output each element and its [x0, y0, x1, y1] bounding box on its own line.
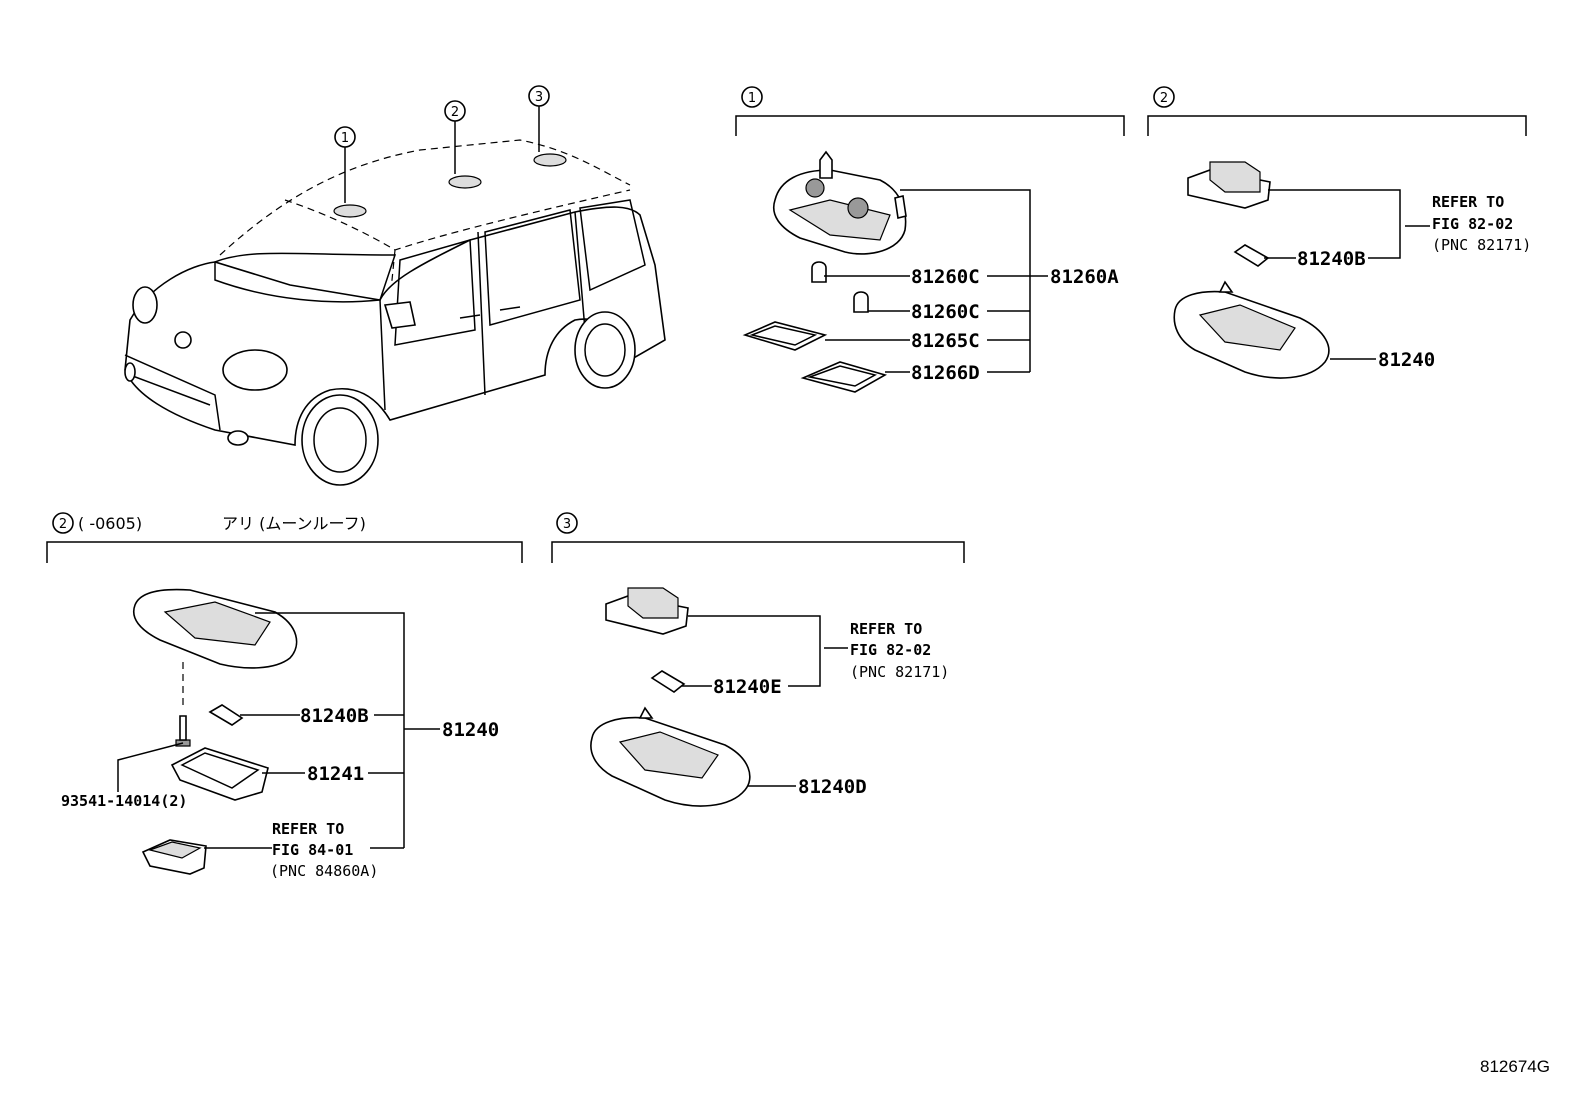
part-81240-moonroof: 81240: [442, 719, 499, 741]
section-3-marker: 3: [563, 517, 571, 532]
housing-81240d-illustration: [590, 706, 751, 807]
marker-3-vehicle: 3: [528, 85, 550, 107]
ref-84-line-3: (PNC 84860A): [270, 862, 378, 880]
ref-line-2: FIG 82-02: [1432, 215, 1513, 233]
section-2-marker: 2: [1160, 91, 1168, 106]
housing-81240-moonroof-illustration: [133, 588, 298, 710]
lens-illustration: [742, 321, 888, 393]
part-81266d: 81266D: [911, 362, 980, 384]
screw-illustration: [175, 715, 191, 747]
bulb-illustration: [811, 261, 869, 313]
section-1: 1 81260C 81260C: [735, 86, 1125, 393]
section-3: 3 REFER TO FIG 82-02 (PNC 82171) 81240E …: [551, 512, 965, 807]
vehicle-illustration: [124, 106, 666, 486]
part-93541-14014: 93541-14014(2): [61, 792, 187, 810]
section-2-moonroof: 2 ( -0605) アリ (ムーンルーフ): [46, 512, 523, 880]
part-81240e: 81240E: [713, 676, 782, 698]
part-81241: 81241: [307, 763, 364, 785]
section-2b-range: ( -0605): [78, 514, 142, 533]
ref-line-1: REFER TO: [1432, 193, 1504, 211]
part-81240b: 81240B: [1297, 248, 1366, 270]
part-81240: 81240: [1378, 349, 1435, 371]
svg-text:2: 2: [451, 105, 459, 120]
switch-illustration: [1187, 161, 1271, 209]
section-2b-note: アリ (ムーンルーフ): [222, 514, 366, 533]
switch-84860a-illustration: [141, 839, 207, 875]
part-81240d: 81240D: [798, 776, 867, 798]
ref-82-s3-line-3: (PNC 82171): [850, 663, 949, 681]
part-81240b-moonroof: 81240B: [300, 705, 369, 727]
section-1-marker: 1: [748, 91, 756, 106]
bulb-81240b-illustration: [1233, 244, 1270, 267]
ref-82-s3-line-2: FIG 82-02: [850, 641, 931, 659]
marker-2-vehicle: 2: [444, 100, 466, 122]
dome-lamp-assembly-illustration: [773, 150, 907, 255]
marker-1-vehicle: 1: [334, 126, 356, 148]
figure-id: 812674G: [1480, 1057, 1550, 1076]
svg-text:1: 1: [341, 131, 349, 146]
svg-text:3: 3: [535, 90, 543, 105]
ref-82-s3-line-1: REFER TO: [850, 620, 922, 638]
part-81260c-a: 81260C: [911, 266, 980, 288]
section-2: 2 REFER TO FIG 82-02 (PNC 82171) 81240B …: [1147, 86, 1531, 379]
ref-84-line-1: REFER TO: [272, 820, 344, 838]
switch-section3-illustration: [605, 587, 689, 635]
ref-84-line-2: FIG 84-01: [272, 841, 353, 859]
part-81265c: 81265C: [911, 330, 980, 352]
housing-81240-illustration: [1173, 280, 1330, 379]
part-81260c-b: 81260C: [911, 301, 980, 323]
bulb-81240b-moonroof-illustration: [208, 704, 244, 726]
bulb-81240e-illustration: [650, 670, 686, 693]
part-81260a: 81260A: [1050, 266, 1119, 288]
ref-line-3: (PNC 82171): [1432, 236, 1531, 254]
lens-81241-illustration: [170, 747, 269, 801]
section-2b-marker: 2: [59, 517, 67, 532]
